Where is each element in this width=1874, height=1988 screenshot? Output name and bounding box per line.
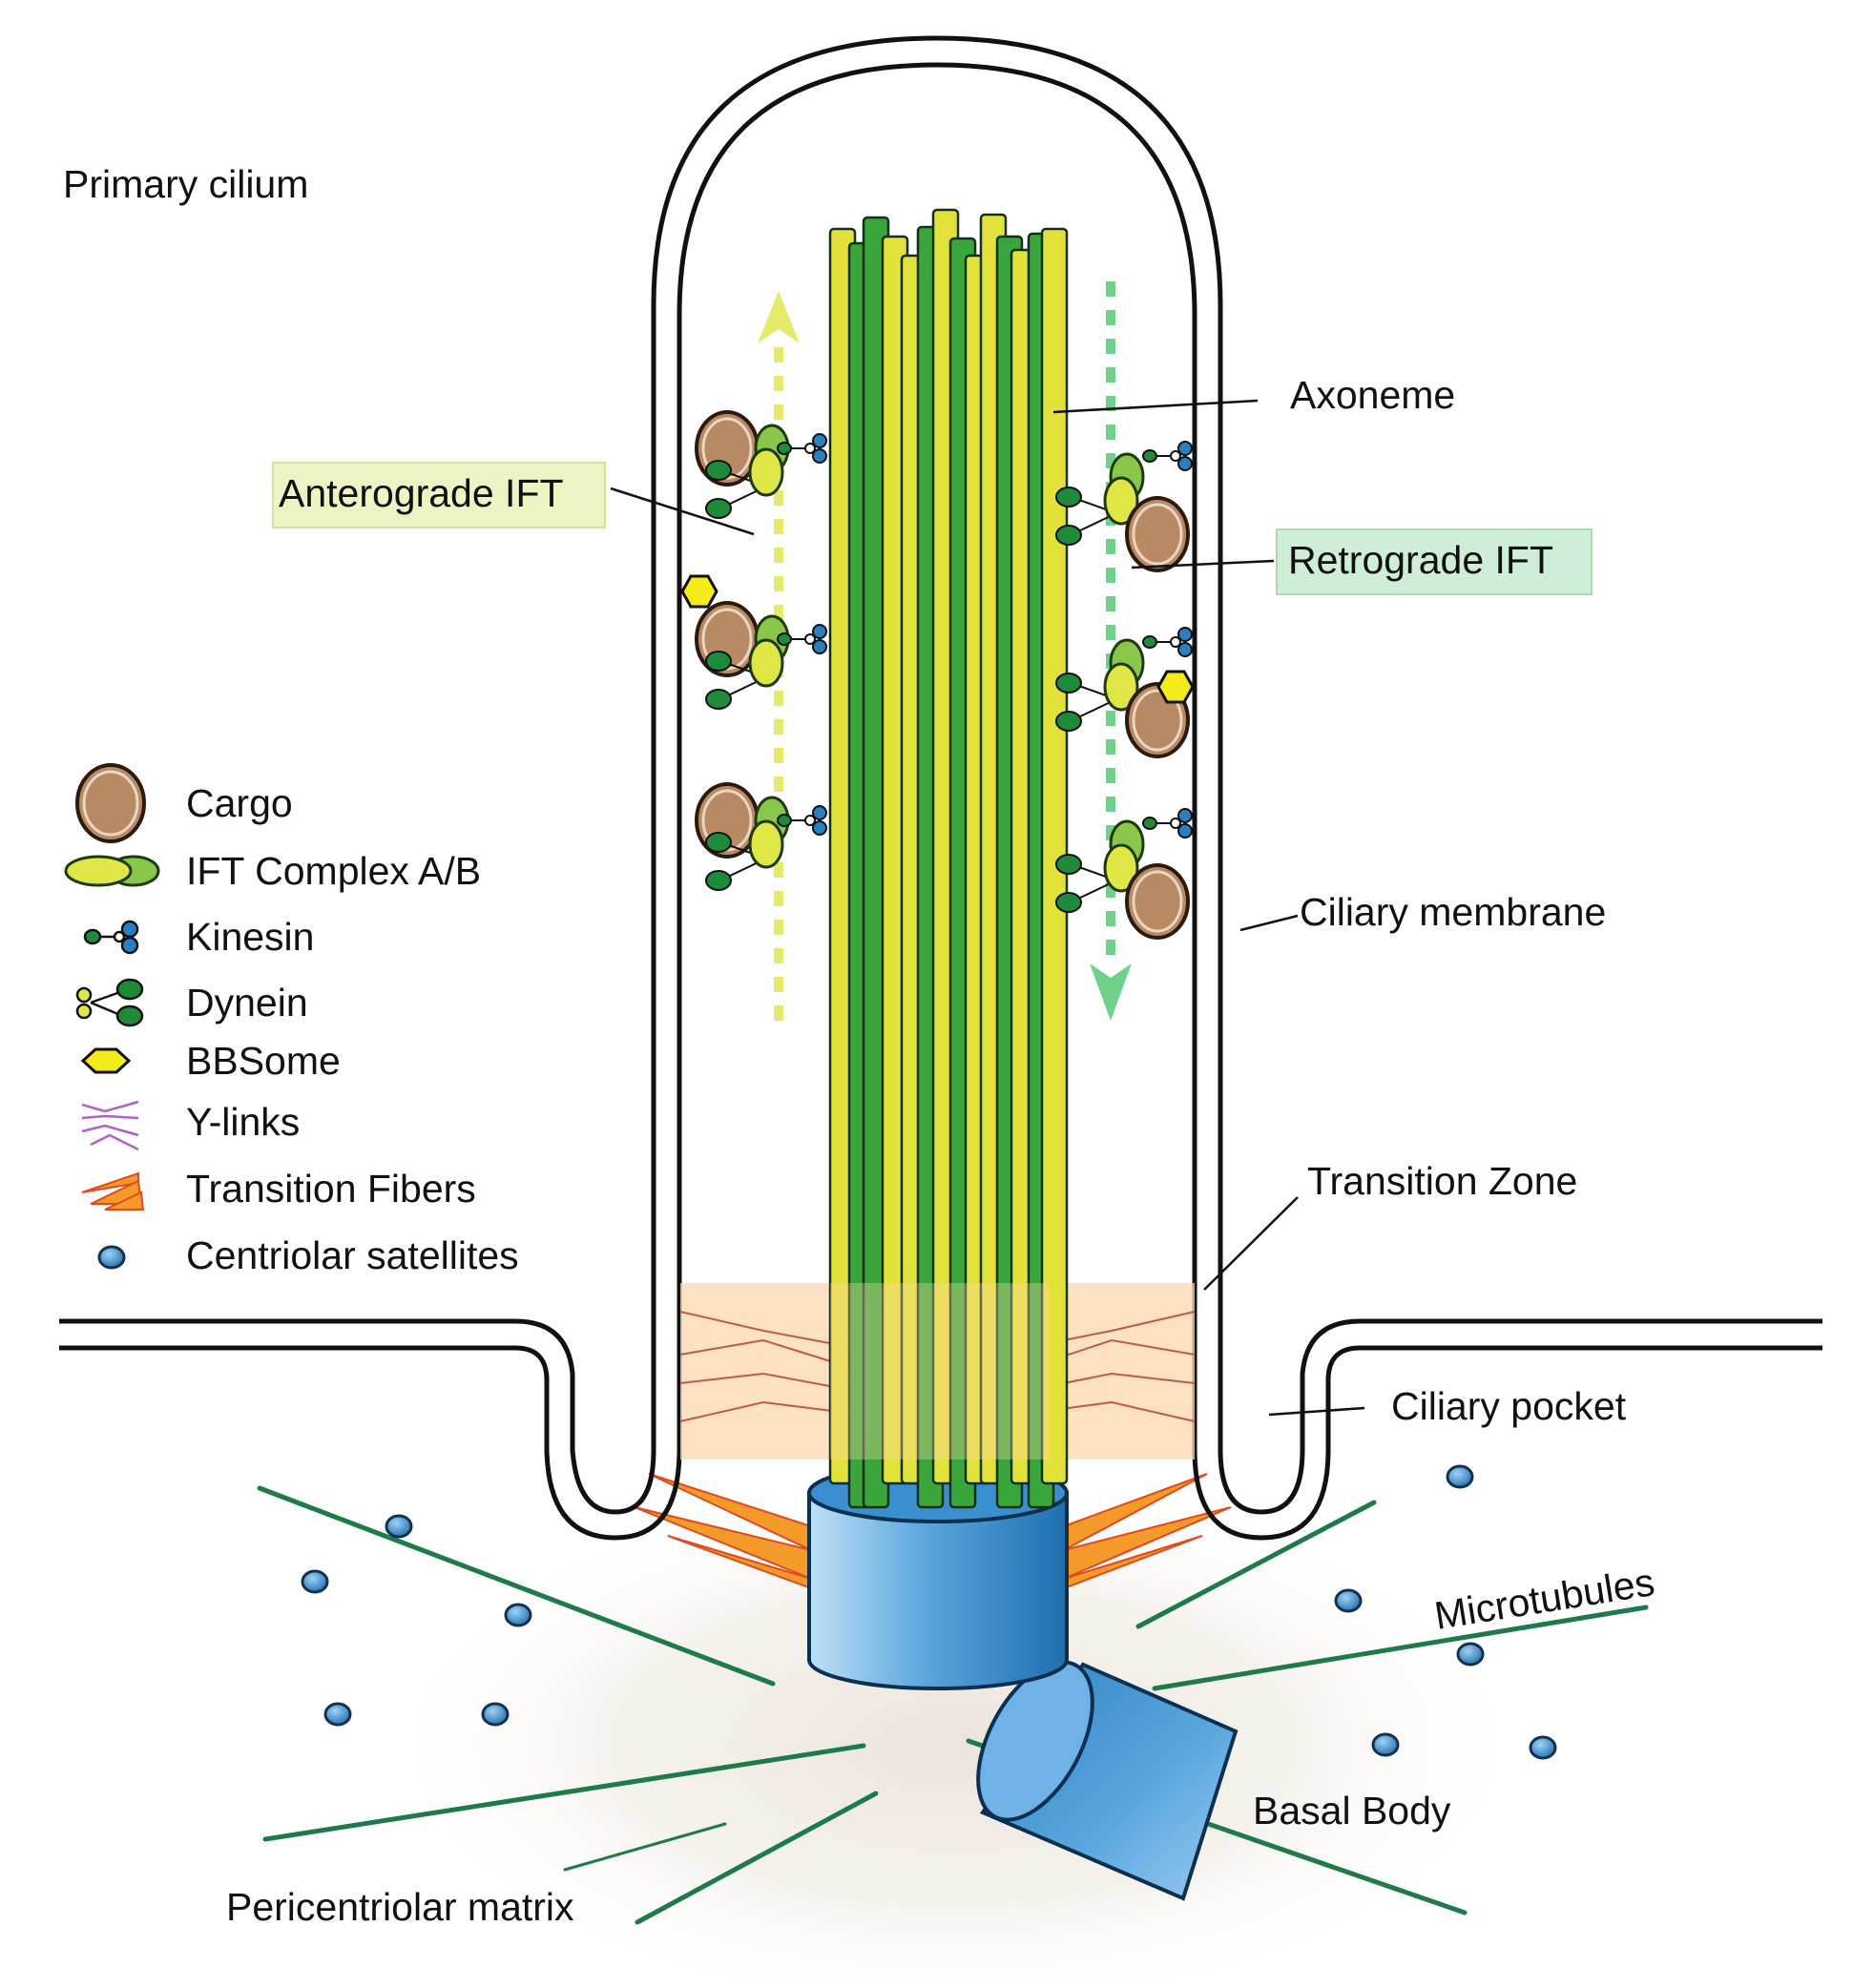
- centriolar-satellite: [301, 1569, 329, 1594]
- centriolar-satellite: [1446, 1464, 1474, 1489]
- kinesin-icon: [83, 920, 139, 955]
- ift-complex-a: [748, 638, 784, 688]
- bbsome-icon: [80, 1047, 132, 1074]
- retrograde-train: [1055, 441, 1193, 572]
- centriolar-satellite: [1529, 1735, 1557, 1760]
- anterograde-arrow: [758, 291, 800, 1021]
- legend-label-ift-complex: IFT Complex A/B: [186, 849, 481, 893]
- legend: Cargo IFT Complex A/B Kinesin Dynein: [64, 763, 519, 1277]
- retrograde-tag: [1276, 528, 1593, 595]
- cargo: [1125, 863, 1190, 940]
- centriolar-satellite: [504, 1603, 532, 1627]
- transition-zone-overlay: [830, 1283, 1050, 1460]
- retrograde-train: [1055, 627, 1195, 758]
- centriolar-satellite: [481, 1702, 510, 1727]
- dynein-icon: [75, 978, 144, 1027]
- leader-lines: [610, 399, 1365, 1417]
- pericentriolar-matrix-label: Pericentriolar matrix: [226, 1885, 574, 1929]
- axoneme: [828, 208, 1069, 1509]
- microtubule: [1152, 1605, 1649, 1691]
- membrane-leader: [1239, 914, 1299, 932]
- legend-label-bbsome: BBSome: [186, 1039, 341, 1083]
- legend-label-transition-fibers: Transition Fibers: [186, 1167, 476, 1211]
- dynein: [1055, 673, 1082, 694]
- y-links-icon: [81, 1100, 139, 1151]
- bbsome: [680, 574, 718, 609]
- y-link: [679, 1400, 841, 1422]
- y-link: [679, 1338, 841, 1365]
- anterograde-tag: [272, 462, 606, 528]
- cargo: [1125, 496, 1190, 572]
- centriolar-satellite-icon: [97, 1245, 126, 1270]
- centriolar-satellite: [1334, 1588, 1363, 1613]
- y-link: [679, 1311, 841, 1346]
- microtubule: [635, 1791, 879, 1925]
- anterograde-train: [695, 410, 827, 519]
- ift-complex-icon: [64, 855, 160, 887]
- kinesin: [1142, 635, 1157, 649]
- transition-fibers-icon: [81, 1171, 145, 1211]
- transition-zone-label: Transition Zone: [1307, 1159, 1577, 1203]
- kinesin: [1142, 817, 1157, 830]
- kinesin: [1142, 449, 1157, 463]
- anterograde-train: [695, 782, 827, 891]
- kinesin: [777, 442, 792, 455]
- ciliary-membrane-label: Ciliary membrane: [1300, 890, 1606, 934]
- microtubules: [257, 1485, 1649, 1925]
- ift-complex-a: [748, 447, 784, 497]
- transition-fibers: [634, 1473, 1232, 1590]
- kinesin: [777, 632, 792, 646]
- ift-complex-a: [1103, 476, 1139, 526]
- membrane-inner: [59, 62, 1822, 1541]
- matrix-leader-line: [563, 1822, 727, 1872]
- retrograde-train: [1055, 808, 1193, 940]
- y-link: [679, 1372, 841, 1389]
- anterograde-ift-label: Anterograde IFT: [279, 471, 564, 515]
- retrograde-arrow: [1090, 281, 1132, 1021]
- centriolar-satellite: [1371, 1732, 1400, 1757]
- axoneme-label: Axoneme: [1290, 373, 1455, 417]
- ift-complex-a: [1103, 662, 1139, 712]
- dynein: [705, 460, 732, 481]
- ift-trains: [680, 410, 1195, 940]
- legend-label-centriolar-satellites: Centriolar satellites: [186, 1233, 519, 1277]
- basal-body-daughter: [976, 1660, 1239, 1901]
- anterograde-leader: [610, 487, 755, 536]
- anterograde-train: [680, 574, 827, 710]
- transition-zone-leader: [1203, 1196, 1299, 1291]
- cargo-icon: [75, 763, 146, 843]
- ciliary-pocket-label: Ciliary pocket: [1391, 1384, 1627, 1428]
- centriolar-satellites: [301, 1464, 1557, 1760]
- dynein: [705, 832, 732, 853]
- centriolar-satellite: [323, 1702, 352, 1727]
- centriolar-satellite: [1456, 1642, 1485, 1667]
- retrograde-ift-label: Retrograde IFT: [1288, 538, 1553, 582]
- ift-complex-a: [748, 819, 784, 869]
- legend-label-y-links: Y-links: [186, 1100, 300, 1144]
- kinesin: [777, 814, 792, 827]
- diagram-title: Primary cilium: [63, 162, 308, 206]
- legend-label-kinesin: Kinesin: [186, 915, 314, 959]
- retrograde-leader: [1131, 559, 1275, 569]
- pocket-leader: [1268, 1406, 1365, 1417]
- dynein: [705, 651, 732, 672]
- membrane-outer: [59, 35, 1822, 1515]
- legend-label-dynein: Dynein: [186, 981, 308, 1025]
- microtubule: [262, 1743, 866, 1842]
- ift-complex-a: [1103, 843, 1139, 893]
- legend-label-cargo: Cargo: [186, 781, 293, 825]
- pericentriolar-matrix-region: [382, 1479, 1527, 1988]
- centriolar-satellite: [385, 1514, 413, 1539]
- ciliary-membrane: [59, 35, 1822, 1541]
- dynein: [1055, 487, 1082, 507]
- microtubule: [1135, 1500, 1377, 1629]
- bbsome: [1156, 670, 1195, 704]
- axoneme-leader: [1052, 399, 1259, 414]
- basal-body-label: Basal Body: [1253, 1789, 1451, 1833]
- microtubule: [257, 1485, 776, 1687]
- dynein: [1055, 854, 1082, 875]
